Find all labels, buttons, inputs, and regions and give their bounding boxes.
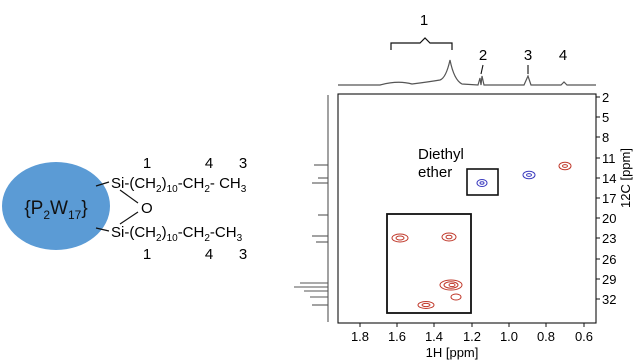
cross-peak-cluster-c-inner — [448, 282, 456, 288]
lower-chain: Si-(CH2)10-CH2-CH3 — [111, 224, 243, 244]
core-label: {P2W17} — [24, 198, 87, 222]
upper-chain-sub-2: 2 — [156, 184, 162, 195]
y-tick-label-11: 11 — [602, 151, 616, 166]
core-brace-close: } — [81, 198, 87, 219]
lower-chain-sub-2b: 2 — [204, 233, 210, 244]
y-axis-label: 12C [ppm] — [618, 148, 633, 208]
plot-frame — [337, 93, 597, 324]
y-tick-label-29: 29 — [602, 272, 616, 287]
bond-upper-core — [95, 181, 110, 187]
y-tick-label-23: 23 — [602, 231, 616, 246]
cross-peak-ether-inner — [479, 181, 485, 185]
upper-number-3: 3 — [239, 155, 247, 172]
x-axis-label: 1H [ppm] — [426, 345, 479, 360]
cross-peak-3 — [522, 170, 536, 180]
lower-chain-ch: -CH — [178, 224, 205, 241]
y-tick-label-17: 17 — [602, 191, 616, 206]
upper-chain-sub-3: 3 — [241, 184, 247, 195]
lower-chain-si: Si-(CH — [111, 224, 156, 241]
lower-number-3: 3 — [239, 246, 247, 263]
core-brace-open: {P — [24, 198, 43, 219]
peak-1-bracket — [390, 37, 453, 50]
polyoxometalate-core — [2, 162, 110, 250]
molecule-schematic: {P2W17} O Si-(CH2)10-CH2- CH3 1 4 3 Si-(… — [2, 155, 247, 263]
proton-projection: 1 2 3 4 — [338, 12, 596, 86]
cross-peak-cluster-b — [441, 232, 457, 242]
core-sub-2: 2 — [43, 208, 50, 222]
y-tick-label-20: 20 — [602, 211, 616, 226]
cross-peak-3-inner — [526, 173, 532, 177]
peak-label-4: 4 — [559, 47, 567, 64]
y-axis: 2 5 8 11 14 17 20 23 26 29 32 12C [ppm] — [596, 90, 633, 307]
bond-lower-si-o — [119, 211, 139, 225]
x-tick-label-0.8: 0.8 — [537, 329, 555, 344]
y-tick-label-8: 8 — [602, 130, 609, 145]
ether-highlight-box — [466, 168, 499, 196]
x-tick-label-1.0: 1.0 — [500, 329, 518, 344]
annotation-diethyl: Diethyl — [418, 146, 464, 163]
peak-label-1: 1 — [420, 12, 428, 29]
cross-peak-4-inner — [562, 164, 568, 168]
x-tick-label-1.8: 1.8 — [351, 329, 369, 344]
y-tick-label-14: 14 — [602, 171, 616, 186]
carbon-projection — [294, 95, 329, 322]
upper-chain: Si-(CH2)10-CH2- CH3 — [111, 175, 247, 195]
x-tick-label-0.6: 0.6 — [575, 329, 593, 344]
cross-peak-cluster-b-inner — [445, 234, 453, 240]
cross-peak-cluster-c-mid — [443, 281, 459, 289]
proton-trace — [338, 59, 596, 86]
lower-number-1: 1 — [143, 246, 151, 263]
y-tick-label-2: 2 — [602, 90, 609, 105]
peak-label-3: 3 — [524, 47, 532, 64]
cross-peak-cluster-d — [450, 293, 462, 301]
lower-chain-sub-10: 10 — [167, 233, 179, 244]
cross-peak-cluster-e-inner — [421, 302, 431, 308]
lower-chain-sub-2: 2 — [156, 233, 162, 244]
cross-peak-cluster-e — [417, 301, 435, 309]
upper-chain-sub-2b: 2 — [204, 184, 210, 195]
cross-peak-cluster-a-inner — [395, 235, 405, 241]
core-sub-17: 17 — [68, 208, 82, 222]
upper-number-1: 1 — [143, 155, 151, 172]
x-tick-label-1.6: 1.6 — [388, 329, 406, 344]
peak-2-tick — [480, 64, 484, 75]
x-tick-label-1.2: 1.2 — [463, 329, 481, 344]
x-tick-label-1.4: 1.4 — [425, 329, 443, 344]
y-tick-label-26: 26 — [602, 252, 616, 267]
lower-chain-mid: ) — [162, 224, 167, 241]
cluster-highlight-box — [386, 213, 472, 314]
cross-peaks — [391, 161, 572, 309]
x-axis: 1.8 1.6 1.4 1.2 1.0 0.8 0.6 1H [ppm] — [351, 323, 593, 360]
y-tick-label-32: 32 — [602, 292, 616, 307]
bond-lower-core — [95, 227, 110, 232]
upper-number-4: 4 — [205, 155, 213, 172]
lower-number-4: 4 — [205, 246, 213, 263]
cross-peak-ether — [476, 179, 488, 187]
annotation-ether: ether — [418, 164, 452, 181]
bridge-oxygen: O — [141, 200, 153, 217]
lower-chain-sub-3: 3 — [237, 233, 243, 244]
bond-upper-si-o — [119, 189, 139, 204]
y-tick-label-5: 5 — [602, 110, 609, 125]
upper-chain-ch: -CH — [178, 175, 205, 192]
cross-peak-4 — [558, 161, 572, 171]
upper-chain-dash: - CH — [210, 175, 241, 192]
upper-chain-sub-10: 10 — [167, 184, 179, 195]
core-w: W — [50, 198, 68, 219]
cross-peak-cluster-c — [439, 279, 463, 291]
upper-chain-mid: ) — [162, 175, 167, 192]
cross-peak-cluster-a — [391, 233, 409, 243]
upper-chain-si: Si-(CH — [111, 175, 156, 192]
lower-chain-dash: -CH — [210, 224, 237, 241]
peak-label-2: 2 — [479, 47, 487, 64]
